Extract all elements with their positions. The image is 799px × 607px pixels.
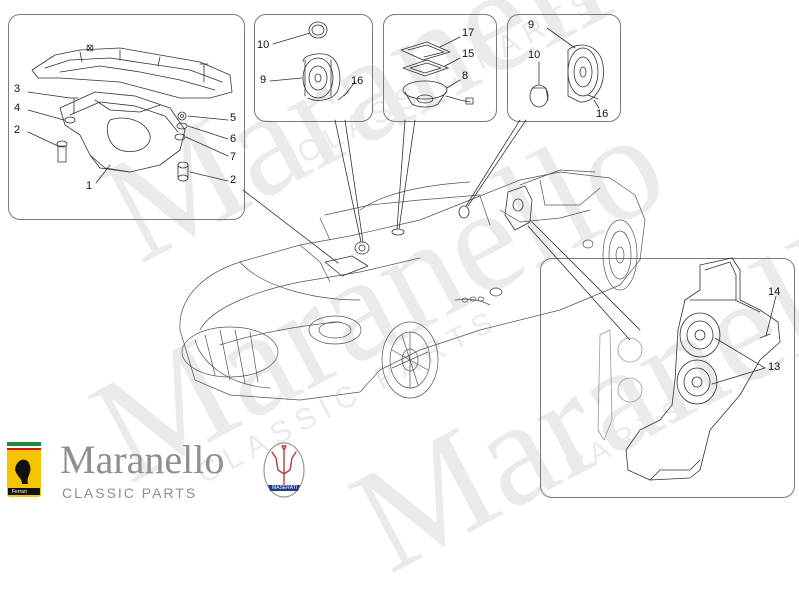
centre-grille-17 xyxy=(400,41,451,61)
maserati-oval-logo xyxy=(263,442,305,498)
housing-damper-left xyxy=(56,140,68,163)
callout-10-door: 10 xyxy=(528,49,541,61)
callout-9-door: 9 xyxy=(528,19,535,31)
rear-speaker-upper xyxy=(679,312,721,358)
rear-speaker-housing xyxy=(625,257,781,481)
brand-name: Maranello xyxy=(60,437,225,482)
dashboard-speaker xyxy=(302,53,341,101)
callout-16-door: 16 xyxy=(596,108,609,120)
callout-1: 1 xyxy=(86,180,93,192)
dashboard-trim-panel xyxy=(31,47,233,99)
rear-screw-14 xyxy=(759,333,771,339)
callout-4: 4 xyxy=(14,102,21,114)
detail-box-centre-speaker xyxy=(383,14,497,122)
housing-damper-right xyxy=(177,161,189,182)
centre-gasket-15 xyxy=(402,59,449,77)
rear-trim-outline xyxy=(597,329,643,441)
door-screw-16 xyxy=(587,94,599,100)
ferrari-shield-logo xyxy=(7,442,41,497)
exploded-diagram-artwork xyxy=(7,21,781,498)
maserati-badge-text: MASERATI xyxy=(272,485,298,491)
callout-3: 3 xyxy=(14,83,21,95)
nut-5 xyxy=(177,111,187,121)
housing-screw-upper xyxy=(69,97,79,115)
dashboard-speaker-location-marker xyxy=(354,241,370,255)
callout-14: 14 xyxy=(768,286,781,298)
callout-2-right: 2 xyxy=(230,174,237,186)
rear-housing-location-marker xyxy=(504,185,533,231)
callout-7: 7 xyxy=(230,151,237,163)
brand-tagline: CLASSIC PARTS xyxy=(62,485,198,501)
callout-16-dashboard: 16 xyxy=(351,75,364,87)
door-speaker-9 xyxy=(567,44,604,103)
speaker-grille-cap xyxy=(308,21,328,39)
callout-2-left: 2 xyxy=(14,124,21,136)
callout-8: 8 xyxy=(462,70,469,82)
callout-10-dashboard: 10 xyxy=(257,39,270,51)
rear-speaker-lower xyxy=(676,359,718,405)
washer-7 xyxy=(174,133,186,141)
door-tweeter-10 xyxy=(529,84,549,108)
callout-6: 6 xyxy=(230,133,237,145)
dashboard-housing-location-marker xyxy=(324,255,369,277)
trim-clip xyxy=(86,44,94,52)
detail-box-door-speaker xyxy=(507,14,621,122)
housing-washer-left xyxy=(64,116,76,124)
washer-6 xyxy=(176,122,188,130)
car-outline-maserati-granturismo-convertible xyxy=(179,169,646,401)
door-speaker-location-marker xyxy=(458,205,470,219)
callout-17: 17 xyxy=(462,27,475,39)
callout-13: 13 xyxy=(768,361,781,373)
callout-15: 15 xyxy=(462,48,475,60)
speaker-housing-body xyxy=(59,91,186,173)
callout-9-dashboard: 9 xyxy=(260,74,267,86)
centre-speaker-location-marker xyxy=(391,228,405,236)
centre-speaker-8 xyxy=(402,80,474,108)
callout-5: 5 xyxy=(230,112,237,124)
ferrari-badge-text: Ferrari xyxy=(12,489,27,495)
trim-screw xyxy=(199,63,209,83)
detail-box-dashboard-speaker xyxy=(254,14,373,122)
detail-box-rear-subwoofer xyxy=(540,258,795,498)
detail-box-dashboard-speaker-housing xyxy=(8,14,245,220)
